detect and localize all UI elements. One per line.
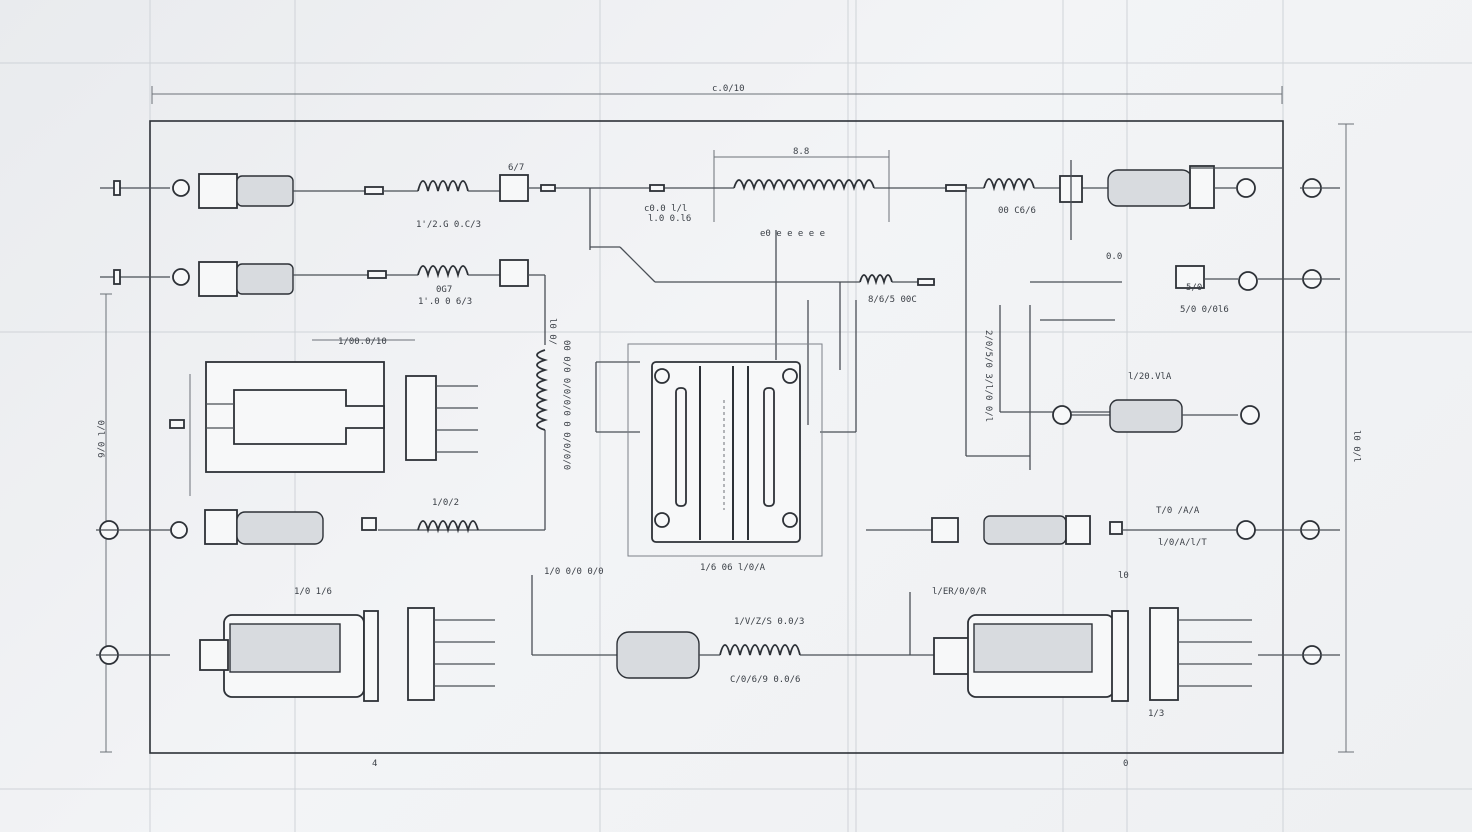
- small-bottom-label: l.0 0.l6: [648, 214, 691, 224]
- bottom-mark-right: 0: [1123, 759, 1128, 769]
- row-b-right-label-2: l/0/A/l/T: [1158, 538, 1207, 548]
- top-dimension-label: c.0/10: [712, 84, 745, 94]
- module-right-tag: l/ER/0/0/R: [932, 587, 987, 597]
- long-res-top-label: 8.8: [793, 147, 809, 157]
- r2-top-label: 0G7: [436, 285, 452, 295]
- vertical-res-tag: l0 0/: [547, 318, 557, 345]
- left-block: [169, 361, 478, 496]
- coil-bottom-label-2: C/0/6/9 0.0/6: [730, 675, 800, 685]
- r2-bottom-label: 1'.0 0 6/3: [418, 297, 472, 307]
- cap-right-top-label: 0.0: [1106, 252, 1122, 262]
- long-res-bottom-label: e0 e e e e e: [760, 229, 825, 239]
- center-module: [627, 343, 823, 557]
- left-terminals: [96, 179, 190, 665]
- connector-left-tag: 1/0/2: [432, 498, 459, 508]
- right-capacitors: [1052, 265, 1260, 433]
- dimension-lines: [100, 86, 1354, 753]
- bottom-right-tag: 1/3: [1148, 709, 1164, 719]
- block-top-label: 1/00.0/10: [338, 337, 387, 347]
- cap-mid-right-label: l/20.VlA: [1128, 372, 1172, 382]
- r1-bottom-label: 1'/2.G 0.C/3: [416, 220, 481, 230]
- row-4-circuit: [204, 509, 1256, 545]
- vertical-res-label: 00 0/0 0/0/0/0 0 0/0/0/0: [561, 340, 571, 470]
- row-b-left-label: 1/0 1/6: [294, 587, 332, 597]
- cap-right-bottom-label: 5/0 0/0l6: [1180, 305, 1229, 315]
- row-2-circuit: [198, 259, 549, 531]
- board-frame: [149, 120, 1284, 754]
- mid-ca-label: 2/0/5/0 3/l/0 0/l: [983, 330, 993, 422]
- right-dimension-label: l0 0/l: [1351, 430, 1361, 463]
- central-wiring: [589, 188, 1122, 470]
- module-bottom-label: 1/6 06 l/0/A: [700, 563, 766, 573]
- mid-small-label: 8/6/5 00C: [868, 295, 917, 305]
- row-b-right-label-1: T/0 /A/A: [1156, 506, 1200, 516]
- row-1-circuit: [198, 160, 1282, 240]
- r1-top-label: 6/7: [508, 163, 524, 173]
- r3-bottom-label: 00 C6/6: [998, 206, 1036, 216]
- labels: c.0/10 4 0 0/l 0/6 l0 0/l 6/7 1'/2.G 0.C…: [95, 84, 1361, 769]
- right-terminals: [1236, 178, 1340, 665]
- bottom-mark-left: 4: [372, 759, 377, 769]
- left-dimension-label: 0/l 0/6: [95, 420, 105, 458]
- right-connector-tag: l0: [1118, 571, 1129, 581]
- row-5-circuit: [199, 575, 1252, 702]
- small-top-label: c0.0 l/l: [644, 204, 687, 214]
- cap-right-mid-label: 5/0: [1186, 283, 1202, 293]
- row-b-mid-label: 1/0 0/0 0/0: [544, 567, 604, 577]
- coil-bottom-label-1: 1/V/Z/S 0.0/3: [734, 617, 804, 627]
